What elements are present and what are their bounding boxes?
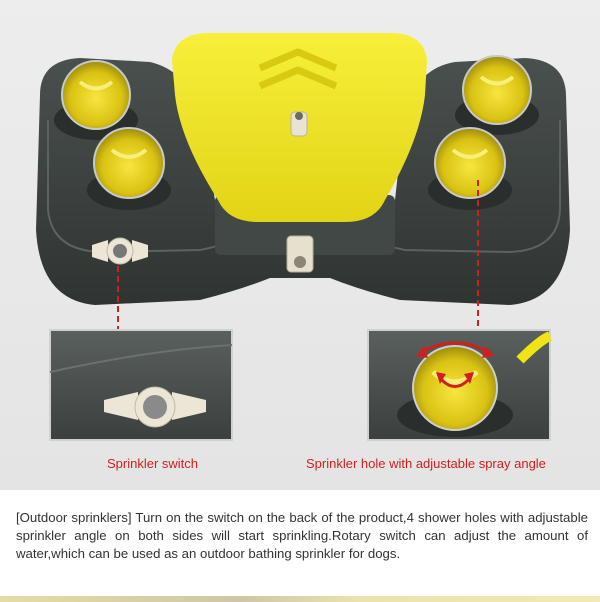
yellow-lid bbox=[172, 33, 427, 222]
sprinkler-dome-bottom-right bbox=[428, 127, 512, 210]
caption-sprinkler-hole: Sprinkler hole with adjustable spray ang… bbox=[306, 456, 546, 471]
inset-switch-zoom bbox=[49, 329, 233, 441]
sprinkler-dome-top-right bbox=[455, 55, 539, 135]
switch-knob bbox=[92, 237, 148, 265]
caption-sprinkler-switch: Sprinkler switch bbox=[107, 456, 199, 471]
center-nozzle bbox=[286, 235, 314, 273]
product-description: [Outdoor sprinklers] Turn on the switch … bbox=[16, 510, 588, 561]
product-photo bbox=[0, 0, 600, 490]
bottom-image-strip bbox=[0, 596, 600, 602]
inset-dome-zoom bbox=[367, 329, 553, 441]
sprinkler-dome-bottom-left bbox=[87, 127, 171, 210]
